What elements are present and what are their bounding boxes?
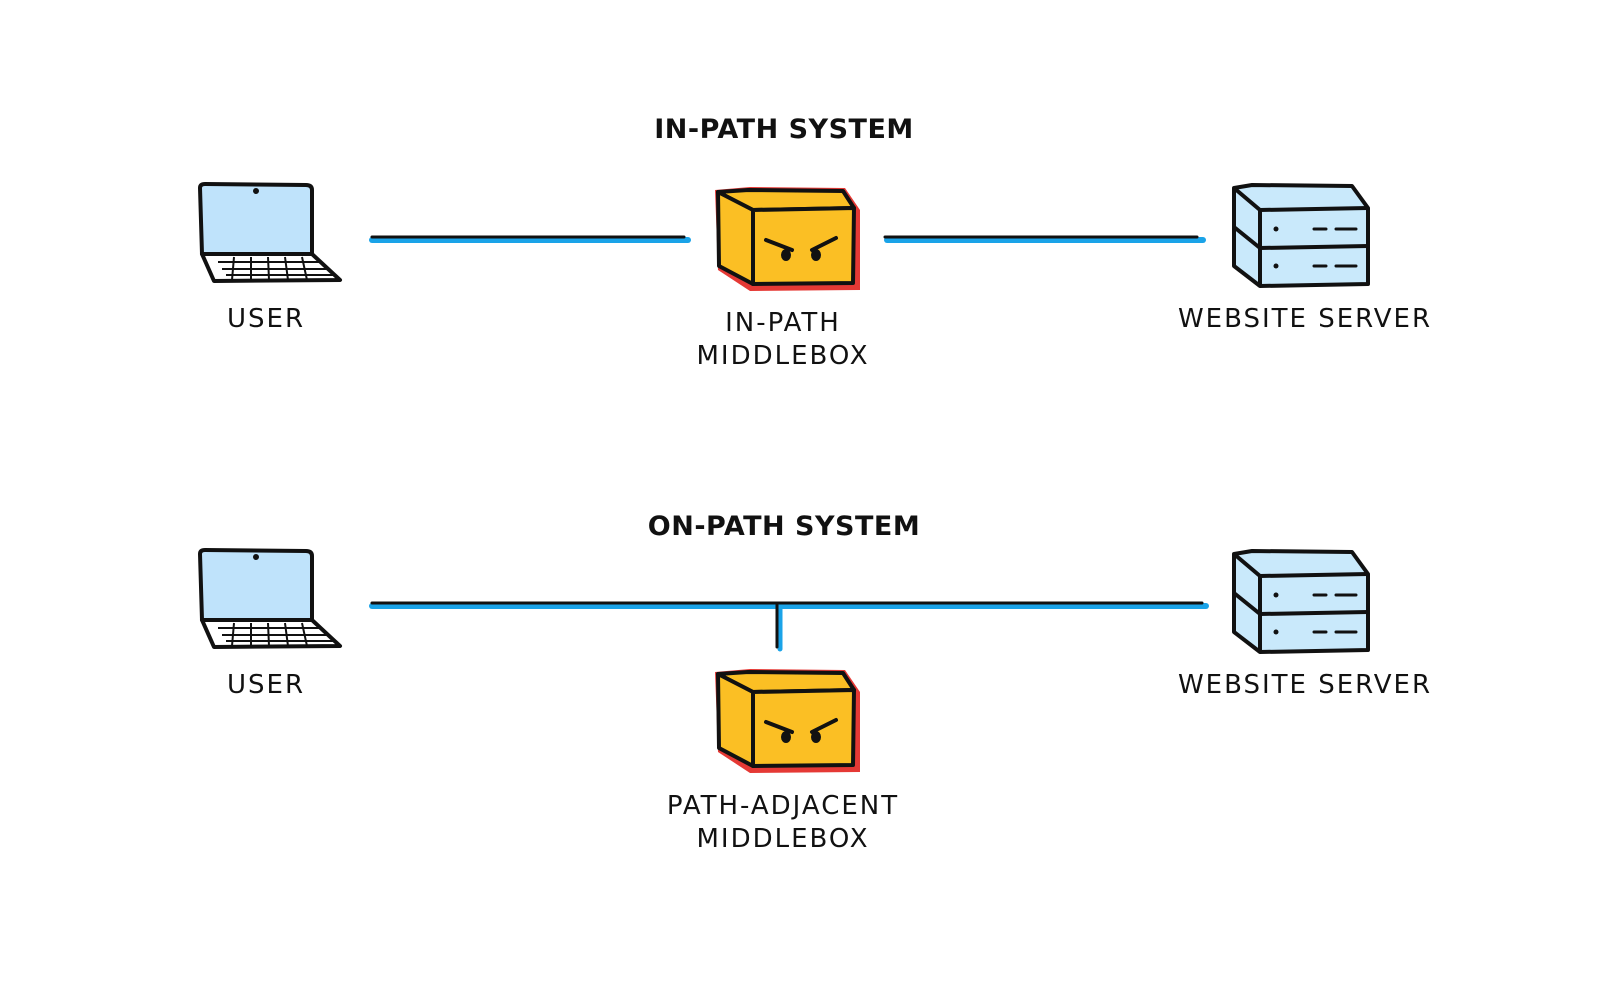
in-path-link-middlebox-server — [883, 235, 1206, 243]
on-path-middlebox-label-line1: PATH-ADJACENT — [666, 791, 900, 821]
on-path-server-label: WEBSITE SERVER — [1177, 670, 1433, 700]
laptop-icon — [198, 548, 342, 649]
on-path-title: ON-PATH SYSTEM — [647, 511, 921, 542]
laptop-icon — [198, 182, 342, 283]
on-path-link-user-server — [369, 601, 1209, 609]
on-path-user-label: USER — [226, 670, 306, 700]
in-path-server-label: WEBSITE SERVER — [1177, 304, 1433, 334]
on-path-tap-line — [775, 603, 783, 652]
server-icon — [1232, 183, 1370, 288]
in-path-user-label: USER — [226, 304, 306, 334]
in-path-middlebox-label-line1: IN-PATH — [725, 308, 841, 338]
on-path-middlebox-label: PATH-ADJACENT MIDDLEBOX — [593, 790, 973, 856]
in-path-title: IN-PATH SYSTEM — [654, 114, 914, 145]
server-icon — [1232, 549, 1370, 654]
in-path-middlebox-label: IN-PATH MIDDLEBOX — [633, 307, 933, 373]
on-path-middlebox-label-line2: MIDDLEBOX — [696, 824, 870, 854]
in-path-link-user-middlebox — [369, 235, 691, 243]
in-path-middlebox-label-line2: MIDDLEBOX — [696, 341, 870, 371]
angry-box-icon — [715, 187, 860, 291]
angry-box-icon — [715, 669, 860, 773]
